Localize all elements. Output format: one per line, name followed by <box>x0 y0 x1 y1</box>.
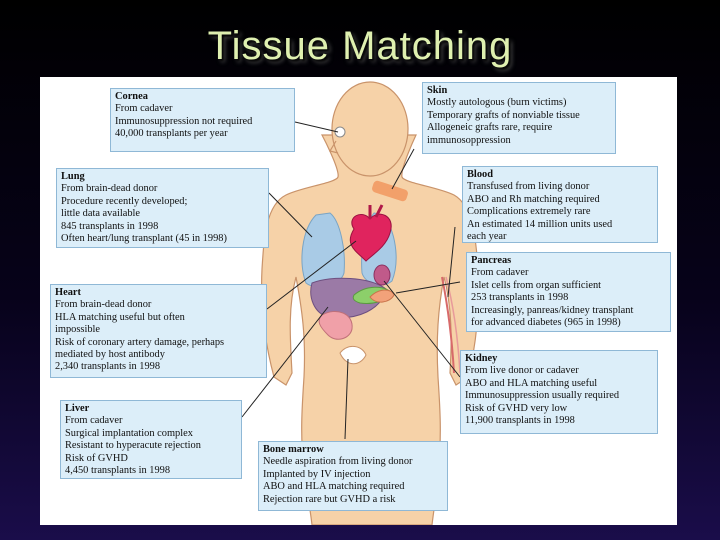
lung-line: Procedure recently developed; <box>61 195 188 207</box>
kidney <box>373 264 391 286</box>
cornea-line: From cadaver <box>115 103 173 115</box>
blood-line: ABO and Rh matching required <box>467 193 600 205</box>
heart-heading: Heart <box>55 287 81 298</box>
heart-box: Heart From brain-dead donor HLA matching… <box>50 284 267 378</box>
liver-line: Resistant to hyperacute rejection <box>65 440 201 452</box>
liver-line: From cadaver <box>65 415 123 427</box>
skin-box: Skin Mostly autologous (burn victims) Te… <box>422 82 616 154</box>
lung-line: 845 transplants in 1998 <box>61 220 159 232</box>
slide-title: Tissue Matching <box>207 24 513 68</box>
kidney-line: Immunosuppression usually required <box>465 390 620 402</box>
liver-line: Risk of GVHD <box>65 452 128 464</box>
blood-line: An estimated 14 million units used <box>467 218 613 230</box>
pancreas-line: From cadaver <box>471 267 529 279</box>
liver-line: Surgical implantation complex <box>65 427 193 439</box>
blood-heading: Blood <box>467 169 493 180</box>
lung-heading: Lung <box>61 171 85 182</box>
lung-line: Often heart/lung transplant (45 in 1998) <box>61 233 227 245</box>
skin-line: immunosoppression <box>427 134 511 146</box>
heart-line: impossible <box>55 324 101 336</box>
kidney-line: ABO and HLA matching useful <box>465 377 598 389</box>
body-illustration <box>241 81 480 525</box>
connector-skin <box>391 148 415 190</box>
bone-marrow-heading: Bone marrow <box>263 444 324 455</box>
heart-line: Risk of coronary artery damage, perhaps <box>55 336 225 348</box>
bone-marrow-line: Rejection rare but GVHD a risk <box>263 493 396 505</box>
heart <box>349 213 392 262</box>
heart-line: HLA matching useful but often <box>55 311 185 323</box>
lung-box: Lung From brain-dead donor Procedure rec… <box>56 168 269 248</box>
kidney-heading: Kidney <box>465 353 498 364</box>
connector-cornea <box>294 121 339 133</box>
lung-line: From brain-dead donor <box>61 183 158 195</box>
bone-marrow-line: ABO and HLA matching required <box>263 481 405 493</box>
bone-marrow-line: Implanted by IV injection <box>263 468 371 480</box>
blood-line: Transfused from living donor <box>467 181 590 193</box>
connector-blood <box>447 226 456 298</box>
blood-box: Blood Transfused from living donor ABO a… <box>462 166 658 243</box>
connector-kidney <box>383 280 461 378</box>
pancreas-line: Islet cells from organ sufficient <box>471 279 602 291</box>
heart-vessel <box>368 204 384 219</box>
skin-patch <box>372 180 408 202</box>
heart-line: 2,340 transplants in 1998 <box>55 361 161 373</box>
diagram-panel: Cornea From cadaver Immunosuppression no… <box>40 77 677 525</box>
heart-line: From brain-dead donor <box>55 299 152 311</box>
skin-line: Allogeneic grafts rare, require <box>427 122 553 134</box>
connector-pancreas <box>395 281 461 294</box>
nose <box>329 140 339 154</box>
pancreas-heading: Pancreas <box>471 255 512 266</box>
skin-line: Temporary grafts of nonviable tissue <box>427 109 580 121</box>
connector-bone-marrow <box>344 358 349 440</box>
pancreas-line: for advanced diabetes (965 in 1998) <box>471 317 621 329</box>
blood-vessel <box>445 276 461 374</box>
lung-line: little data available <box>61 208 141 220</box>
liver-box: Liver From cadaver Surgical implantation… <box>60 400 242 479</box>
eye-marker <box>334 126 346 138</box>
pancreas-box: Pancreas From cadaver Islet cells from o… <box>466 252 671 332</box>
blood-line: each year <box>467 231 507 243</box>
pelvis-bone <box>339 346 367 365</box>
pancreas-line: Increasingly, panreas/kidney transplant <box>471 304 634 316</box>
liver-heading: Liver <box>65 403 90 414</box>
blood-line: Complications extremely rare <box>467 206 591 218</box>
bone-marrow-line: Needle aspiration from living donor <box>263 456 413 468</box>
kidney-line: 11,900 transplants in 1998 <box>465 415 575 427</box>
blood-vessel <box>441 276 455 374</box>
skin-heading: Skin <box>427 85 448 96</box>
head <box>331 81 409 177</box>
cornea-box: Cornea From cadaver Immunosuppression no… <box>110 88 295 152</box>
kidney-line: From live donor or cadaver <box>465 365 579 377</box>
liver-line: 4,450 transplants in 1998 <box>65 465 171 477</box>
pancreas-line: 253 transplants in 1998 <box>471 292 569 304</box>
bone-marrow-box: Bone marrow Needle aspiration from livin… <box>258 441 448 511</box>
heart-line: mediated by host antibody <box>55 349 165 361</box>
connector-heart <box>266 240 357 310</box>
cornea-heading: Cornea <box>115 91 148 102</box>
gland <box>369 289 395 303</box>
skin-line: Mostly autologous (burn victims) <box>427 97 567 109</box>
kidney-line: Risk of GVHD very low <box>465 402 568 414</box>
cornea-line: 40,000 transplants per year <box>115 128 228 140</box>
connector-lung <box>268 192 313 238</box>
connector-liver <box>241 306 329 418</box>
bone-marrow-site <box>318 311 353 340</box>
kidney-box: Kidney From live donor or cadaver ABO an… <box>460 350 658 434</box>
cornea-line: Immunosuppression not required <box>115 115 253 127</box>
